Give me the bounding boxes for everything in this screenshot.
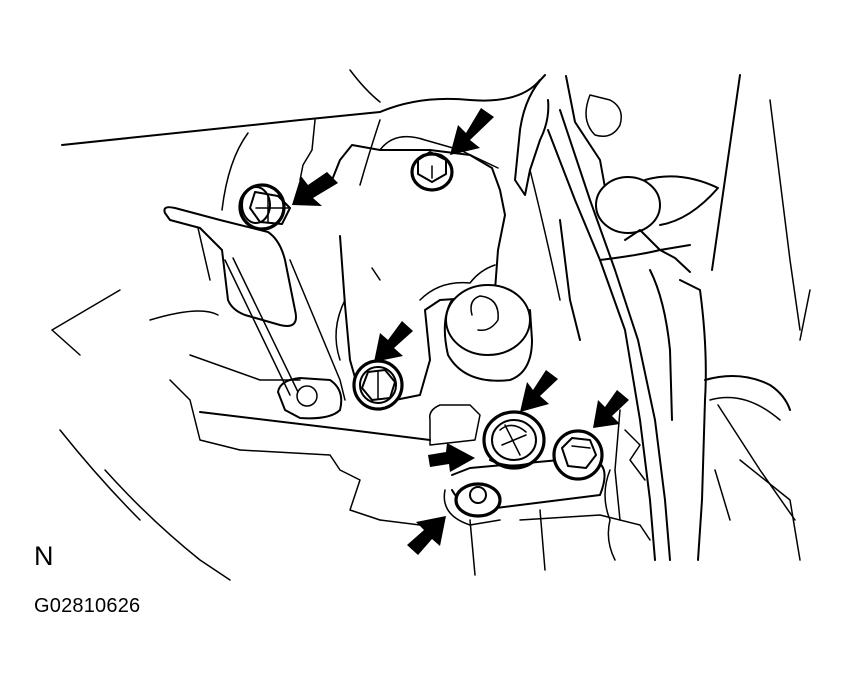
- arrow-icon: [593, 390, 629, 428]
- arrow-icon: [292, 172, 338, 206]
- bolt-stacked-center: [482, 410, 546, 470]
- hoses-and-pipes: [514, 74, 811, 561]
- arrow-icon: [374, 321, 413, 362]
- arrow-icon: [520, 370, 558, 412]
- view-label: N: [34, 541, 54, 571]
- bolt-center-lower: [352, 359, 404, 411]
- mount-cylinder: [419, 264, 533, 382]
- bolt-right: [552, 429, 604, 481]
- background-structure: [51, 69, 541, 581]
- bolt-top-center: [410, 151, 454, 192]
- figure-code: G02810626: [34, 595, 141, 617]
- bolt-link-lower: [454, 482, 502, 518]
- bolt-upper-left: [238, 183, 291, 231]
- left-bracket: [163, 206, 346, 420]
- callout-arrows: [292, 108, 629, 555]
- arrow-icon: [450, 108, 494, 155]
- arrow-icon: [428, 443, 475, 472]
- arrow-icon: [407, 516, 446, 555]
